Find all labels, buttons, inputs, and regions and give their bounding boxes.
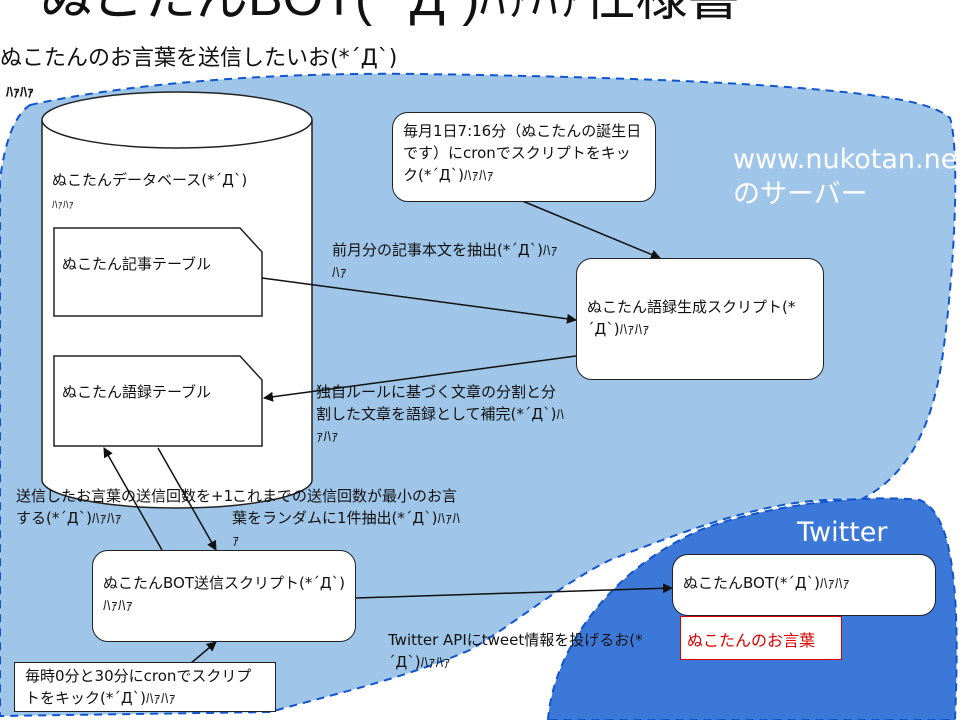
goroku-table-shape [53,355,263,447]
twitter-region-label: Twitter [797,517,888,548]
arrow-cron-to-goroku [519,199,661,260]
page-title: ぬこたんBOT(*´Д`)ﾊｧﾊｧ仕様書 [40,0,740,27]
database-label: ぬこたんデータベース(*´Д`) [52,171,248,189]
arrow-table-to-goroku [261,277,577,324]
arrow-bot-to-twitter [355,583,673,599]
arrow-table-to-bot [157,447,217,551]
split-label: 独自ルールに基づく文章の分割と分割した文章を語録として補完(*´Д`)ﾊｧﾊｧ [316,383,564,445]
cron-monthly-box: 毎月1日7:16分（ぬこたんの誕生日です）にcronでスクリプトをキック(*´Д… [392,112,656,202]
random-label: これまでの送信回数が最小のお言葉をランダムに1件抽出(*´Д`)ﾊｧﾊｧ [232,487,460,549]
increment-label: 送信したお言葉の送信回数を+1する(*´Д`)ﾊｧﾊｧ [16,487,234,527]
cron-halfhour-box: 毎時0分と30分にcronでスクリプトをキック(*´Д`)ﾊｧﾊｧ [14,662,276,712]
goroku-table-label: ぬこたん語録テーブル [62,383,212,401]
database-label-suffix: ﾊｧﾊｧ [52,198,74,211]
bot-script-box: ぬこたんBOT送信スクリプト(*´Д`)ﾊｧﾊｧ [92,550,356,642]
page-subtitle-suffix: ﾊｧﾊｧ [6,85,34,101]
goroku-script-box: ぬこたん語録生成スクリプト(*´Д`)ﾊｧﾊｧ [576,258,824,380]
article-table-label: ぬこたん記事テーブル [62,255,212,273]
page-subtitle: ぬこたんのお言葉を送信したいお(*´Д`) [0,46,398,71]
twitter-api-label: Twitter APIにtweet情報を投げるお(*´Д`)ﾊｧﾊｧ [388,631,643,671]
extract-label: 前月分の記事本文を抽出(*´Д`)ﾊｧﾊｧ [332,241,558,281]
arrow-goroku-to-table [263,355,577,402]
bot-account-box: ぬこたんBOT(*´Д`)ﾊｧﾊｧ [672,554,936,616]
server-region-label: www.nukotan.netのサーバー [733,144,960,211]
quote-box: ぬこたんのお言葉 [680,616,842,660]
article-table-shape [53,227,263,317]
arrow-cron-to-bot [189,641,217,665]
arrow-bot-to-table [103,447,163,551]
